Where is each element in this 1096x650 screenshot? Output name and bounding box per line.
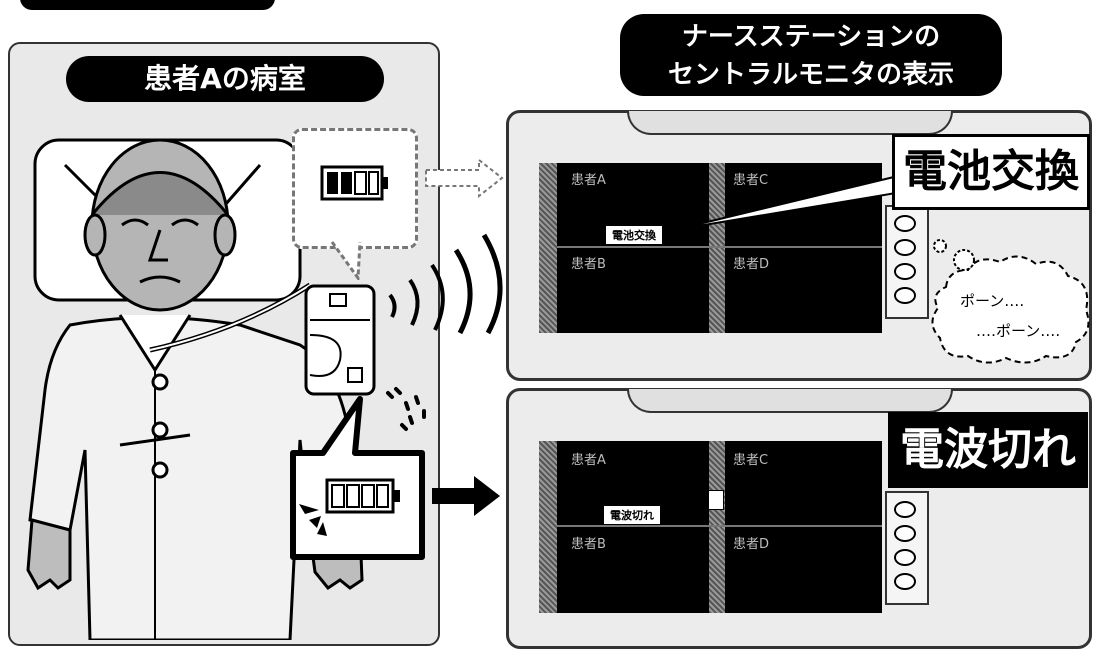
alarm-bubble-icon	[953, 249, 975, 271]
patient-label-b: 患者B	[571, 257, 606, 272]
battery-full-icon	[320, 165, 388, 201]
patient-label-c: 患者C	[733, 173, 769, 188]
room-title: 患者Aの病室	[66, 56, 384, 102]
screen-bezel-left	[539, 441, 557, 613]
alarm-bubble-icon	[933, 239, 947, 253]
monitor-handle	[627, 111, 953, 135]
message-tag: 電波切れ	[603, 505, 661, 525]
patient-head	[90, 138, 230, 312]
pajama-button	[151, 461, 169, 479]
solid-arrow-icon	[432, 476, 500, 516]
patient-label-d: 患者D	[733, 257, 770, 272]
battery-low-icon	[299, 478, 400, 536]
pajama-button	[151, 373, 169, 391]
station-title-line1: ナースステーションの	[681, 22, 941, 52]
knob-icon[interactable]	[894, 573, 916, 590]
station-title: ナースステーションの セントラルモニタの表示	[620, 14, 1002, 96]
transmitter	[304, 284, 376, 396]
alarm-text-line1: ポーン‥‥	[960, 292, 1025, 310]
patient-label-d: 患者D	[733, 537, 770, 552]
knob-icon[interactable]	[894, 525, 916, 542]
dashed-arrow-icon	[425, 158, 504, 198]
knob-icon[interactable]	[894, 263, 916, 280]
alarm-text-line2: ‥‥ポーン‥‥	[976, 322, 1061, 340]
screen-hline	[557, 525, 882, 527]
knob-icon[interactable]	[894, 549, 916, 566]
patient-label-b: 患者B	[571, 537, 606, 552]
alarm-cloud	[931, 239, 1090, 364]
radio-waves-icon	[388, 233, 503, 335]
screen-divider	[709, 163, 725, 333]
knob-icon[interactable]	[894, 239, 916, 256]
divider-gap	[708, 490, 724, 510]
monitor-bottom: 患者A 患者C 患者B 患者D 電波切れ	[506, 388, 1092, 649]
knob-icon[interactable]	[894, 501, 916, 518]
battery-bubble-bottom	[290, 396, 425, 560]
patient-label-a: 患者A	[571, 453, 606, 468]
knob-icon[interactable]	[894, 287, 916, 304]
battery-bubble-tail	[330, 241, 362, 280]
callout-bottom: 電波切れ	[888, 412, 1088, 488]
patient-label-a: 患者A	[571, 173, 606, 188]
pajama-button	[151, 421, 169, 439]
screen-bezel-left	[539, 163, 557, 333]
left-hand	[26, 518, 72, 591]
top-tab-fragment	[20, 0, 275, 10]
screen-divider	[709, 441, 725, 613]
knob-icon[interactable]	[894, 215, 916, 232]
patient-label-c: 患者C	[733, 453, 769, 468]
patient-illustration	[26, 138, 364, 640]
screen-hline	[557, 246, 882, 248]
callout-top: 電池交換	[892, 134, 1090, 210]
station-title-line2: セントラルモニタの表示	[667, 60, 954, 90]
weak-signal-icon	[386, 387, 426, 431]
monitor-handle	[627, 389, 953, 413]
message-tag: 電池交換	[605, 225, 663, 245]
callout-line-top	[673, 174, 904, 231]
